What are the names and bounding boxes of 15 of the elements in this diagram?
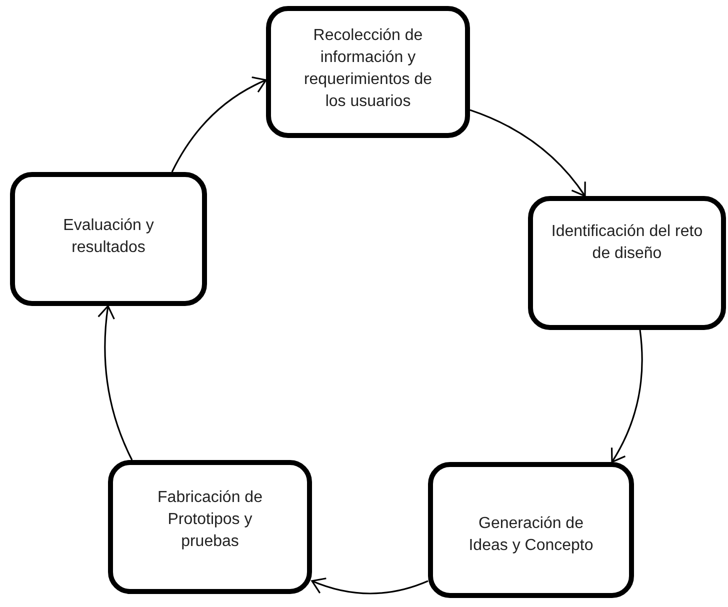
process-box [10, 172, 207, 306]
curved-arrow [171, 76, 267, 172]
box-label: Identificación del reto de diseño [551, 222, 703, 264]
process-box [528, 196, 726, 330]
process-box [108, 460, 312, 594]
curved-arrow [610, 330, 643, 463]
box-label: Evaluación y resultados [62, 216, 155, 258]
process-box [428, 462, 634, 598]
curved-arrow [311, 577, 428, 594]
process-box [266, 6, 470, 138]
curved-arrow [98, 305, 133, 460]
box-label: Generación de Ideas y Concepto [468, 514, 594, 556]
box-label: Fabricación de Prototipos y pruebas [156, 488, 264, 552]
curved-arrow [470, 109, 586, 197]
box-label: Recolección de información y requerimientos de los usuarios [302, 26, 434, 112]
